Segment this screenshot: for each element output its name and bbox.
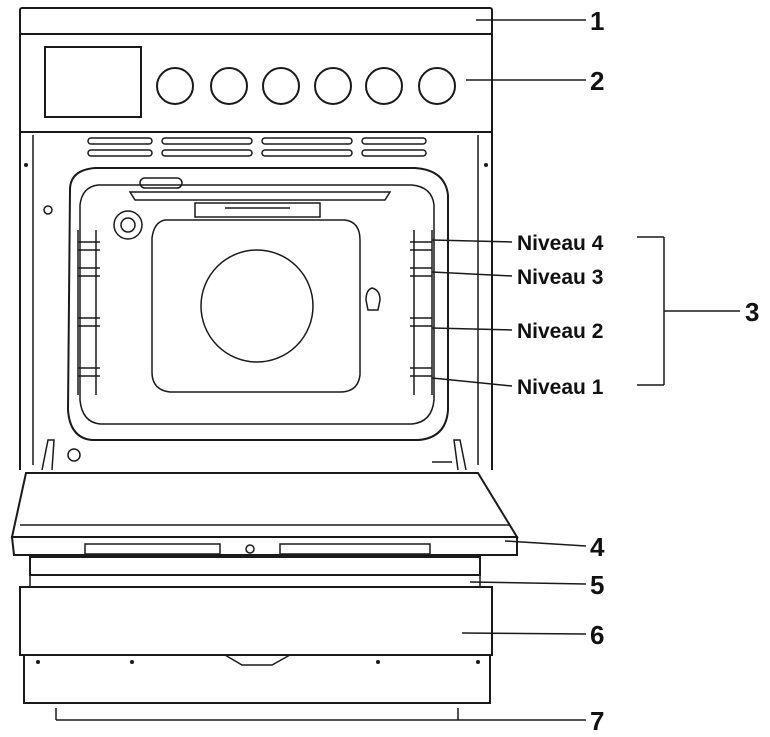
right-shelf-rails bbox=[410, 230, 433, 395]
callout-4: 4 bbox=[590, 532, 605, 562]
display-window bbox=[44, 46, 142, 118]
knob-3 bbox=[262, 67, 300, 105]
top-element-bracket bbox=[194, 202, 321, 218]
callout-1: 1 bbox=[590, 6, 604, 36]
top-cover bbox=[19, 7, 493, 35]
knob-2 bbox=[210, 67, 248, 105]
level-label-4: Niveau 4 bbox=[517, 232, 604, 255]
leader-lines bbox=[431, 19, 740, 721]
drawer bbox=[19, 586, 493, 656]
knob-4 bbox=[314, 67, 352, 105]
callout-6: 6 bbox=[590, 620, 604, 650]
oven-door bbox=[10, 472, 519, 556]
back-panel bbox=[151, 219, 361, 393]
light-fixture bbox=[113, 210, 143, 240]
vent-slots bbox=[87, 137, 427, 157]
level-label-1: Niveau 1 bbox=[517, 376, 604, 399]
level-labels: Niveau 4 Niveau 3 Niveau 2 Niveau 1 bbox=[517, 232, 604, 399]
oven-body bbox=[19, 132, 493, 470]
left-shelf-rails bbox=[77, 230, 100, 395]
drawer-handle bbox=[29, 556, 481, 588]
knob-5 bbox=[365, 67, 403, 105]
callout-labels: 1 2 3 4 5 6 7 bbox=[590, 6, 759, 736]
callout-7: 7 bbox=[590, 706, 604, 736]
oven-lamp bbox=[139, 177, 183, 189]
knob-1 bbox=[156, 67, 194, 105]
plinth bbox=[23, 654, 491, 721]
control-knobs bbox=[156, 67, 456, 105]
level-label-2: Niveau 2 bbox=[517, 320, 603, 343]
door-hinges bbox=[41, 439, 467, 471]
control-panel bbox=[19, 33, 493, 133]
callout-5: 5 bbox=[590, 570, 604, 600]
oven-cavity bbox=[66, 167, 449, 441]
callout-3: 3 bbox=[745, 297, 759, 327]
callout-2: 2 bbox=[590, 66, 604, 96]
fan-cover bbox=[200, 249, 314, 363]
temperature-probe bbox=[365, 287, 381, 311]
level-label-3: Niveau 3 bbox=[517, 266, 603, 289]
knob-6 bbox=[418, 67, 456, 105]
